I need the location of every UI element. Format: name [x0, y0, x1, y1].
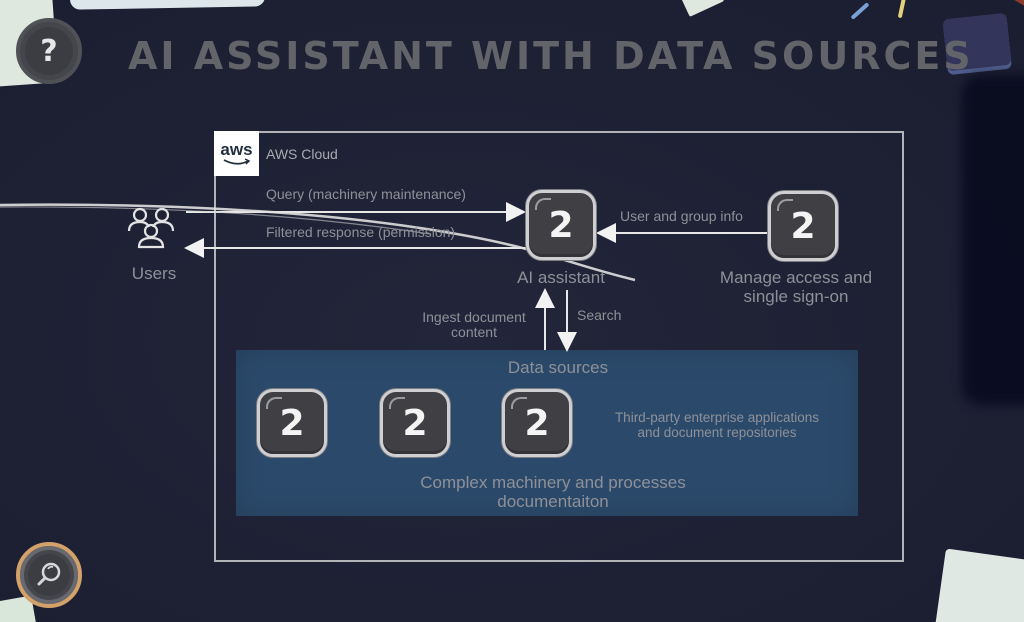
- complex-machinery-label: Complex machinery and processes document…: [380, 473, 726, 511]
- complex-machinery-label-line: Complex machinery and processes: [420, 473, 686, 492]
- stray-drawn-line: [0, 206, 431, 235]
- aws-logo-text: aws: [220, 139, 253, 159]
- help-button[interactable]: ?: [16, 18, 82, 84]
- user-group-info-label: User and group info: [620, 208, 743, 224]
- tile-number: 2: [548, 204, 574, 246]
- stray-drawn-line: [0, 203, 636, 282]
- search-label: Search: [577, 307, 622, 323]
- aws-logo: aws: [214, 131, 259, 176]
- filtered-response-label: Filtered response (permission): [266, 224, 456, 240]
- tile-number: 2: [790, 205, 816, 247]
- users-label: Users: [131, 264, 177, 283]
- data-source-tile[interactable]: 2: [380, 389, 450, 457]
- data-source-tile[interactable]: 2: [257, 389, 327, 457]
- zoom-button[interactable]: [16, 542, 82, 608]
- identity-label-line: Manage access and: [719, 268, 873, 287]
- aws-cloud-label: AWS Cloud: [266, 146, 338, 162]
- ai-assistant-tile[interactable]: 2: [526, 190, 596, 260]
- ingest-label-line: content: [451, 324, 497, 340]
- question-mark-icon: ?: [40, 33, 58, 69]
- ai-assistant-label: AI assistant: [517, 268, 605, 287]
- users-icon: [127, 207, 175, 249]
- magnifier-icon: [37, 562, 61, 586]
- aws-smile-icon: [223, 157, 250, 165]
- query-label: Query (machinery maintenance): [266, 186, 466, 202]
- data-source-tile[interactable]: 2: [502, 389, 572, 457]
- third-party-label-line: Third-party enterprise applications: [614, 410, 820, 425]
- desk-shadow: [962, 75, 1024, 405]
- complex-machinery-label-line: documentaiton: [497, 492, 609, 511]
- tile-number: 2: [279, 402, 305, 444]
- page-title: AI Assistant with Data Sources: [128, 34, 974, 78]
- identity-label-line: single sign-on: [743, 287, 849, 306]
- ingest-label-line: Ingest document: [422, 309, 526, 325]
- tile-number: 2: [402, 402, 428, 444]
- third-party-label: Third-party enterprise applications and …: [592, 410, 842, 440]
- tile-number: 2: [524, 402, 550, 444]
- data-sources-title: Data sources: [507, 358, 609, 377]
- identity-label: Manage access and single sign-on: [700, 268, 892, 306]
- aws-cloud-boundary: [214, 131, 904, 562]
- third-party-label-line: and document repositories: [637, 425, 797, 440]
- identity-tile[interactable]: 2: [768, 191, 838, 261]
- ingest-label: Ingest document content: [410, 310, 538, 340]
